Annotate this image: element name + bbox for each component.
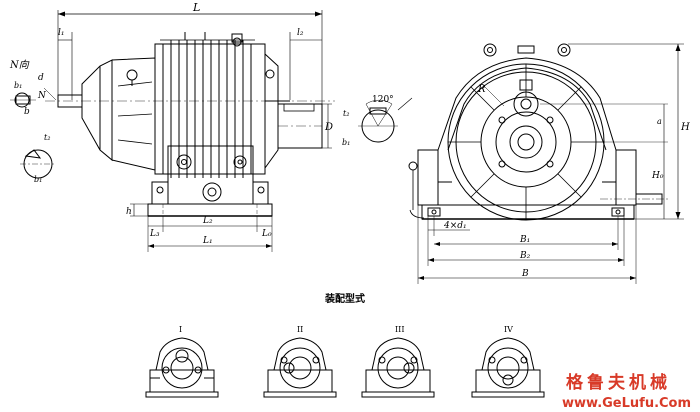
assembly-title: 装配型式 bbox=[324, 292, 365, 305]
dim-B2-label: B₂ bbox=[519, 251, 531, 261]
dim-t2-label: t₂ bbox=[44, 133, 50, 142]
dim-L2-label: L₂ bbox=[202, 216, 213, 226]
dim-B1-label: B₁ bbox=[519, 235, 530, 245]
assembly-type-2: II bbox=[263, 325, 337, 398]
dim-L1-label: L₁ bbox=[202, 236, 213, 246]
assembly-type-3: III bbox=[361, 325, 435, 398]
assembly-type-1: I bbox=[145, 325, 219, 398]
side-view: L l₁ l₂ bbox=[9, 1, 335, 252]
end-view: R H a H₀ 4×d₁ bbox=[408, 43, 690, 284]
dim-D-label: D bbox=[324, 122, 333, 133]
dim-L-label: L bbox=[192, 1, 200, 14]
angle-label: 120° bbox=[372, 95, 394, 105]
dim-b-label: b bbox=[24, 107, 30, 117]
assembly-types: 装配型式 I II III bbox=[145, 292, 545, 398]
dim-H0-label: H₀ bbox=[651, 171, 664, 181]
watermark-cn: 格鲁夫机械 bbox=[566, 372, 671, 393]
assembly-type-1-label: I bbox=[179, 325, 182, 334]
keyway-detail: 120° t₂ b₁ bbox=[342, 95, 413, 147]
keyway-t2-label: t₂ bbox=[343, 109, 349, 118]
assembly-type-4: IV bbox=[471, 325, 545, 398]
cooling-fins bbox=[154, 39, 266, 178]
dim-h-label: h bbox=[126, 207, 132, 217]
assembly-type-3-label: III bbox=[395, 325, 404, 334]
dim-N-label: N bbox=[37, 91, 47, 101]
keyway-b1-label: b₁ bbox=[342, 138, 350, 147]
n-direction-label: N向 bbox=[9, 59, 30, 71]
watermark: 格鲁夫机械 www.GeLufu.Com bbox=[562, 372, 691, 411]
dim-holes-label: 4×d₁ bbox=[443, 221, 467, 231]
dim-L0-label: L₀ bbox=[261, 229, 272, 239]
assembly-type-4-label: IV bbox=[504, 325, 513, 334]
dim-l1-label: l₁ bbox=[58, 28, 65, 38]
watermark-url: www.GeLufu.Com bbox=[562, 396, 691, 411]
dim-a-label: a bbox=[657, 117, 662, 126]
dim-L3-label: L₃ bbox=[149, 229, 160, 239]
dim-l2-label: l₂ bbox=[297, 28, 304, 38]
dim-d-label: d bbox=[38, 73, 44, 83]
dim-b1-lower-label: b₁ bbox=[34, 175, 42, 184]
dim-R-label: R bbox=[477, 84, 486, 95]
assembly-type-2-label: II bbox=[297, 325, 303, 334]
dim-B-label: B bbox=[521, 269, 529, 279]
dim-H-label: H bbox=[680, 122, 690, 133]
dim-b1-upper-label: b₁ bbox=[14, 81, 22, 90]
